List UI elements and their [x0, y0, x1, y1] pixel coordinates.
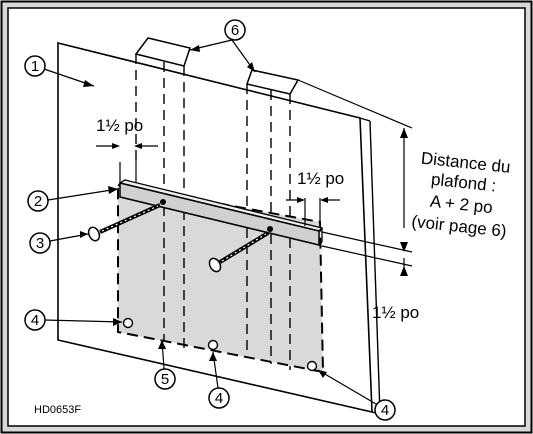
callout-2: 2	[27, 190, 49, 212]
callout-4-middle: 4	[208, 387, 230, 409]
template-hole-left	[122, 317, 134, 329]
dim-bottom-label: 1½ po	[372, 303, 419, 322]
callout-4-left: 4	[24, 309, 46, 331]
stud-top-left	[134, 37, 191, 67]
bracket-hole-right	[267, 226, 273, 232]
callout-2-label: 2	[34, 193, 42, 210]
callout-6-label: 6	[231, 22, 239, 39]
template-hole-right	[306, 360, 318, 372]
dim-left-label: 1½ po	[96, 116, 143, 135]
callout-4-right: 4	[374, 399, 396, 421]
callout-4-left-label: 4	[31, 312, 39, 329]
bracket-hole-left	[160, 199, 166, 205]
callout-1-label: 1	[31, 58, 39, 75]
dim-ceiling-lines	[297, 79, 413, 268]
callout-4-middle-label: 4	[215, 390, 223, 407]
callout-5: 5	[154, 368, 176, 390]
screw-right	[208, 231, 270, 273]
callout-5-label: 5	[161, 371, 169, 388]
template-hole-middle	[207, 339, 219, 351]
callout-6: 6	[224, 19, 246, 41]
ceiling-distance-label: Distance du plafond : A + 2 po (voir pag…	[411, 149, 512, 241]
figure-code: HD0653F	[34, 404, 81, 416]
template-outline	[117, 183, 325, 374]
leader-lines	[43, 39, 377, 405]
callout-3-label: 3	[36, 235, 44, 252]
screw-left	[87, 203, 161, 242]
callout-4-right-label: 4	[381, 402, 389, 419]
callout-3: 3	[29, 232, 51, 254]
dim-right-label: 1½ po	[297, 169, 344, 188]
callout-1: 1	[24, 55, 46, 77]
